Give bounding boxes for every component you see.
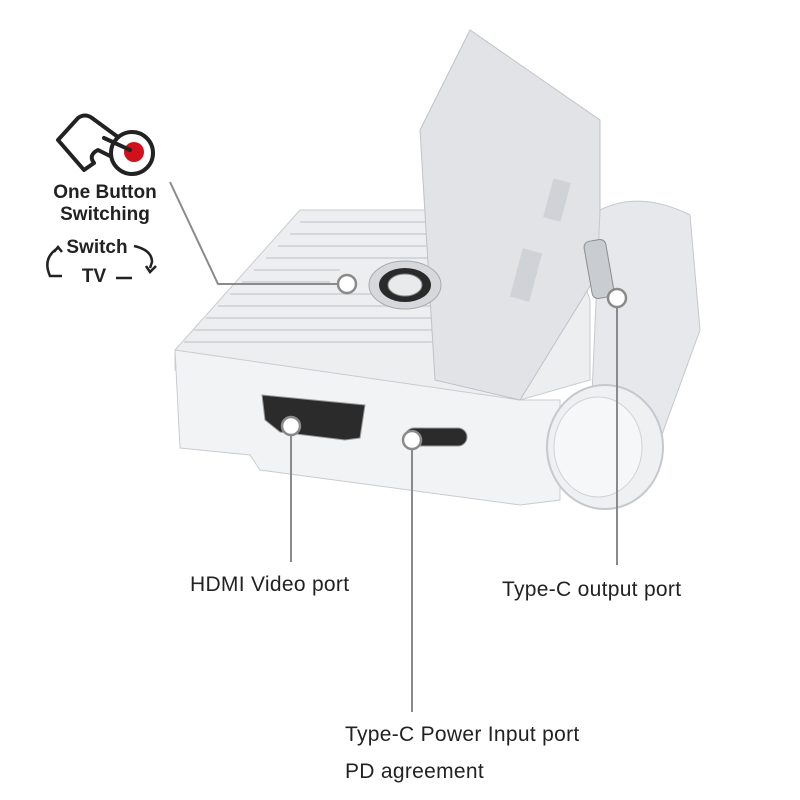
callout-dot-power <box>401 429 423 451</box>
mode-switch-label: Switch <box>66 237 128 258</box>
callout-dot-button <box>336 273 358 295</box>
typec-output-label: Type-C output port <box>502 578 682 601</box>
one-button-switching-title: One Button Switching <box>42 182 168 226</box>
callout-dot-output <box>606 287 628 309</box>
hdmi-port-label: HDMI Video port <box>190 573 350 596</box>
title-line-1: One Button <box>53 182 157 203</box>
power-input-label: Type-C Power Input port <box>345 723 580 746</box>
typec-output-plug <box>583 238 615 300</box>
dock-front-face <box>174 349 561 506</box>
hand-press-icon <box>56 113 155 176</box>
callout-lines <box>169 181 618 712</box>
title-line-2: Switching <box>60 204 150 225</box>
mode-tv-label: TV <box>81 266 107 287</box>
pd-agreement-label: PD agreement <box>345 760 485 783</box>
callout-dot-hdmi <box>280 415 302 437</box>
cycle-arrows-icon <box>46 244 157 280</box>
